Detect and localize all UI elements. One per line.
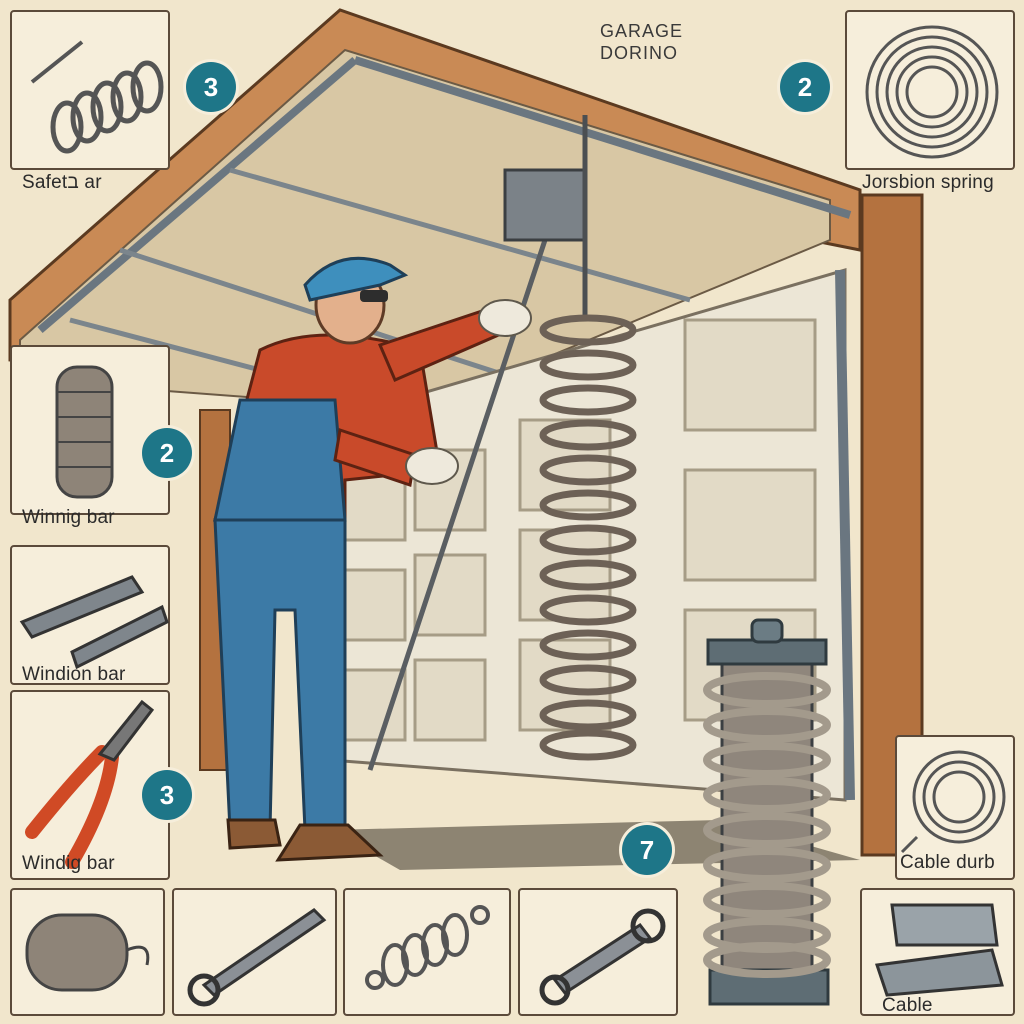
bracket-icon [875,903,1004,997]
left-rail [37,56,358,334]
title-line-1: GARAGE [600,21,684,41]
pliers-icon [25,699,155,869]
wrench-icon [187,908,327,1007]
panel-pliers [10,690,170,880]
panel-torsion-spring [845,10,1015,170]
panel-bottom-2 [172,888,337,1016]
badge-lower-left: 3 [142,770,192,820]
panel-winding-bar-1 [10,345,170,515]
label-torsion-spring: Jorsbion spring [862,172,994,193]
diagram-title: GARAGE DORINO [600,20,683,64]
cable-coil-icon [900,750,1006,854]
panel-bottom-4 [518,888,678,1016]
spring-roll-icon [55,365,114,499]
top-rail [353,56,852,219]
panel-safety [10,10,170,170]
cross-rail-2 [229,167,691,303]
extension-spring-icon [365,905,490,990]
glove-raised [478,299,532,337]
label-winding-bar-2: Windion bar [22,664,126,685]
badge-center: 7 [622,825,672,875]
spring-roll-icon-2 [25,913,150,992]
label-cable-drum: Cable durb [900,852,995,873]
spring-bracket [503,168,587,242]
overalls [213,518,347,832]
panel-cable-drum [895,735,1015,880]
spanner-icon [539,908,666,1006]
panel-winding-bar-2 [10,545,170,685]
badge-top-left: 3 [186,62,236,112]
safety-spring-icon [30,40,164,154]
lower-arm [333,428,417,487]
door-track [835,269,855,801]
label-cable: Cable [882,995,933,1016]
glasses [360,290,388,302]
label-winding-bar-1: Winnig bar [22,507,115,528]
central-spring [539,314,637,761]
panel-bottom-3 [343,888,511,1016]
cap [303,256,409,302]
bars-icon [19,575,169,670]
badge-mid-left: 2 [142,428,192,478]
panel-bottom-5 [860,888,1015,1016]
foreground-spring [703,618,831,1006]
boot-left [226,818,282,850]
door-panels [343,318,817,742]
panel-bottom-1 [10,888,165,1016]
glove-lower [405,447,459,485]
label-safety: Safetב ar [22,172,102,193]
title-line-2: DORINO [600,43,678,63]
badge-top-right: 2 [780,62,830,112]
boot-right [275,823,384,862]
worker-figure [213,256,532,862]
coil-icon [865,25,999,159]
overalls-bib [213,398,347,522]
label-winding-bar-3: Windig bar [22,853,115,874]
